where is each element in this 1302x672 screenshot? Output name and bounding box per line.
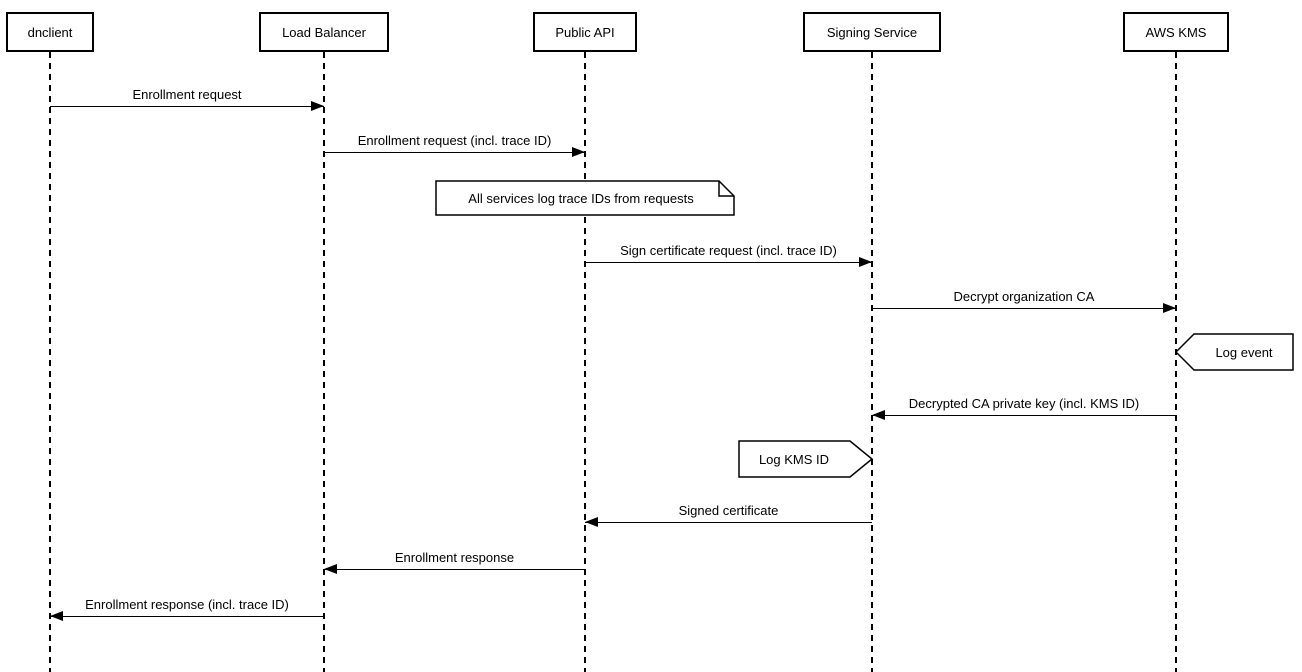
arrowhead-right-icon — [859, 257, 872, 267]
message-label: Enrollment request — [132, 87, 242, 102]
lifeline-load-balancer — [323, 52, 325, 672]
participant-label: Signing Service — [826, 24, 918, 40]
message-label: Sign certificate request (incl. trace ID… — [620, 243, 837, 258]
message-line — [585, 522, 872, 523]
message-line — [585, 262, 872, 263]
message-line — [324, 569, 585, 570]
message-sign-certificate-request: Sign certificate request (incl. trace ID… — [585, 237, 872, 267]
lifeline-public-api — [584, 52, 586, 672]
message-enrollment-request: Enrollment request — [50, 81, 324, 111]
message-line — [872, 308, 1176, 309]
participant-signing-service: Signing Service — [803, 12, 941, 52]
arrowhead-left-icon — [324, 564, 337, 574]
arrowhead-right-icon — [311, 101, 324, 111]
message-enrollment-response: Enrollment response — [324, 544, 585, 574]
participant-label: AWS KMS — [1145, 24, 1207, 40]
participant-label: Public API — [555, 24, 615, 40]
lifeline-dnclient — [49, 52, 51, 672]
message-enrollment-response-trace: Enrollment response (incl. trace ID) — [50, 591, 324, 621]
lifeline-signing-service — [871, 52, 873, 672]
participant-load-balancer: Load Balancer — [259, 12, 389, 52]
note-trace-ids: All services log trace IDs from requests — [435, 180, 735, 216]
message-decrypted-ca-private-key: Decrypted CA private key (incl. KMS ID) — [872, 390, 1176, 420]
participant-label: Load Balancer — [282, 24, 366, 40]
note-pentagon-right-shape — [738, 440, 873, 478]
note-log-event: Log event — [1175, 333, 1294, 371]
participant-aws-kms: AWS KMS — [1123, 12, 1229, 52]
message-enrollment-request-trace: Enrollment request (incl. trace ID) — [324, 127, 585, 157]
arrowhead-right-icon — [572, 147, 585, 157]
participant-label: dnclient — [27, 24, 73, 40]
message-line — [324, 152, 585, 153]
message-label: Enrollment response (incl. trace ID) — [85, 597, 289, 612]
arrowhead-left-icon — [50, 611, 63, 621]
note-label: Log event — [1215, 344, 1273, 360]
note-pentagon-left-shape — [1175, 333, 1294, 371]
message-signed-certificate: Signed certificate — [585, 497, 872, 527]
participant-public-api: Public API — [533, 12, 637, 52]
message-label: Enrollment request (incl. trace ID) — [357, 133, 552, 148]
message-label: Decrypted CA private key (incl. KMS ID) — [908, 396, 1140, 411]
message-line — [872, 415, 1176, 416]
participant-dnclient: dnclient — [6, 12, 94, 52]
message-decrypt-organization-ca: Decrypt organization CA — [872, 283, 1176, 313]
arrowhead-left-icon — [585, 517, 598, 527]
message-label: Enrollment response — [394, 550, 515, 565]
note-dogear-shape — [435, 180, 735, 216]
message-line — [50, 616, 324, 617]
message-line — [50, 106, 324, 107]
message-label: Decrypt organization CA — [953, 289, 1095, 304]
note-label: Log KMS ID — [758, 451, 830, 467]
note-label: All services log trace IDs from requests — [468, 190, 694, 206]
note-log-kms-id: Log KMS ID — [738, 440, 873, 478]
lifeline-aws-kms — [1175, 52, 1177, 672]
arrowhead-right-icon — [1163, 303, 1176, 313]
arrowhead-left-icon — [872, 410, 885, 420]
message-label: Signed certificate — [678, 503, 779, 518]
